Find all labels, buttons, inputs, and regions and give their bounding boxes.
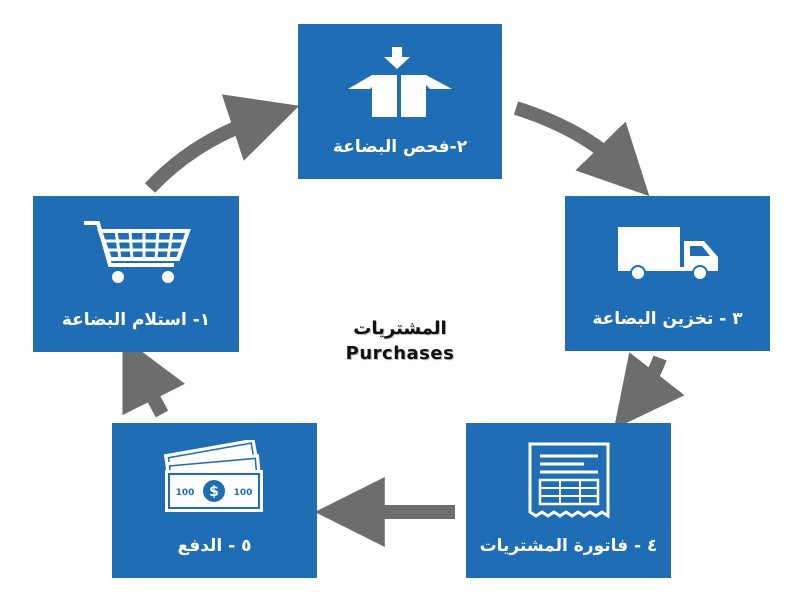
center-title-english: Purchases — [345, 343, 455, 364]
open-box-icon — [298, 24, 502, 137]
step-1-label: ١- استلام البضاعة — [61, 310, 211, 330]
arrow-5-to-1 — [122, 336, 186, 418]
step-4-purchase-invoice: ٤ - فاتورة المشتريات — [466, 423, 671, 578]
center-title: المشتريات Purchases — [300, 318, 500, 364]
invoice-icon — [466, 423, 671, 536]
step-2-label: ٢-فحص البضاعة — [332, 137, 468, 157]
svg-text:100: 100 — [233, 488, 252, 498]
center-title-arabic: المشتريات — [353, 318, 447, 339]
step-5-payment: $ 100 100 ٥ - الدفع — [112, 423, 317, 578]
arrow-1-to-2 — [144, 94, 300, 193]
step-2-inspect-goods: ٢-فحص البضاعة — [298, 24, 502, 179]
step-3-store-goods: ٣ - تخزين البضاعة — [565, 196, 770, 351]
step-3-label: ٣ - تخزين البضاعة — [592, 309, 743, 329]
money-bills-icon: $ 100 100 — [112, 423, 317, 536]
shopping-cart-icon — [33, 196, 239, 310]
svg-text:$: $ — [209, 484, 219, 500]
svg-text:100: 100 — [175, 488, 194, 498]
delivery-truck-icon — [565, 196, 770, 309]
arrow-2-to-3 — [513, 101, 650, 197]
step-5-label: ٥ - الدفع — [177, 536, 252, 556]
arrow-3-to-4 — [613, 352, 685, 429]
step-4-label: ٤ - فاتورة المشتريات — [479, 536, 658, 556]
step-1-receive-goods: ١- استلام البضاعة — [33, 196, 239, 352]
